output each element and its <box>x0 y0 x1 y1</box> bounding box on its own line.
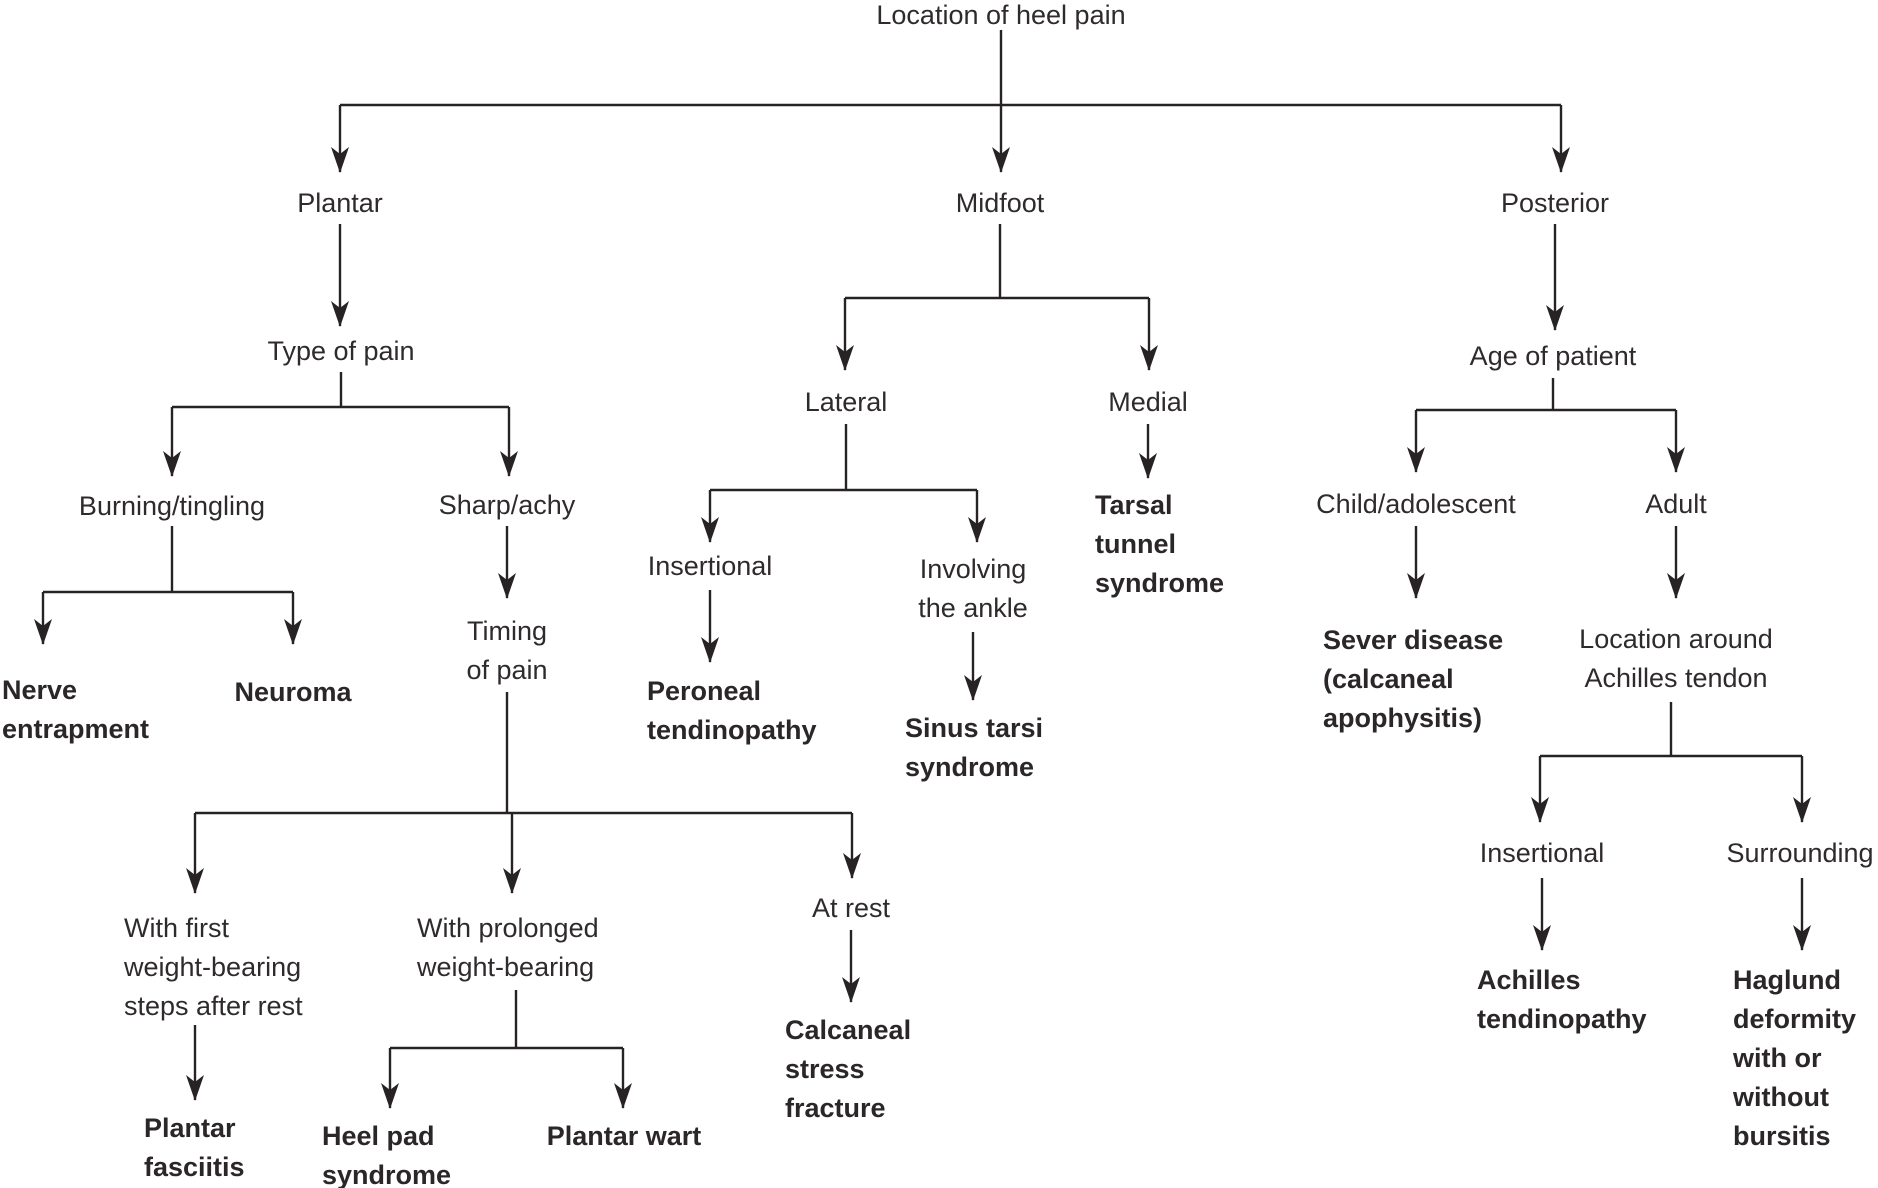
node-medial: Medial <box>1108 387 1188 417</box>
node-child-adolescent: Child/adolescent <box>1316 489 1516 519</box>
node-timing-of-pain: Timing of pain <box>466 616 548 685</box>
diagnosis-sever-disease: Sever disease (calcaneal apophysitis) <box>1323 625 1504 733</box>
node-location-of-heel-pain: Location of heel pain <box>876 0 1126 30</box>
diagnosis-sinus-tarsi-syndrome: Sinus tarsi syndrome <box>905 713 1044 782</box>
node-at-rest: At rest <box>811 893 891 923</box>
node-sharp-achy: Sharp/achy <box>438 490 576 520</box>
diagnosis-heel-pad-syndrome: Heel pad syndrome <box>322 1121 452 1188</box>
node-plantar: Plantar <box>297 188 383 218</box>
diagnosis-plantar-fasciitis: Plantar fasciitis <box>144 1113 245 1182</box>
diagnosis-achilles-tendinopathy: Achilles tendinopathy <box>1477 965 1647 1034</box>
node-lateral: Lateral <box>804 387 888 417</box>
diagnosis-tarsal-tunnel-syndrome: Tarsal tunnel syndrome <box>1095 490 1225 598</box>
diagnosis-nerve-entrapment: Nerve entrapment <box>2 675 150 744</box>
node-age-of-patient: Age of patient <box>1469 341 1637 371</box>
diagnosis-neuroma: Neuroma <box>234 677 352 707</box>
node-insertional-lateral: Insertional <box>647 551 773 581</box>
node-with-first-weight-bearing: With first weight-bearing steps after re… <box>124 913 303 1021</box>
diagnosis-calcaneal-stress-fracture: Calcaneal stress fracture <box>785 1015 912 1123</box>
node-midfoot: Midfoot <box>955 188 1045 218</box>
node-involving-the-ankle: Involving the ankle <box>918 554 1028 623</box>
node-with-prolonged-weight-bearing: With prolonged weight-bearing <box>417 913 599 982</box>
diagnosis-peroneal-tendinopathy: Peroneal tendinopathy <box>647 676 817 745</box>
node-burning-tingling: Burning/tingling <box>78 491 266 521</box>
node-posterior: Posterior <box>1500 188 1610 218</box>
node-surrounding: Surrounding <box>1726 838 1874 868</box>
node-insertional-posterior: Insertional <box>1479 838 1605 868</box>
node-location-around-achilles: Location around Achilles tendon <box>1579 624 1773 693</box>
diagnosis-haglund-deformity: Haglund deformity with or without bursit… <box>1733 965 1857 1151</box>
node-type-of-pain: Type of pain <box>267 336 415 366</box>
node-adult: Adult <box>1645 489 1707 519</box>
diagnosis-plantar-wart: Plantar wart <box>546 1121 702 1151</box>
